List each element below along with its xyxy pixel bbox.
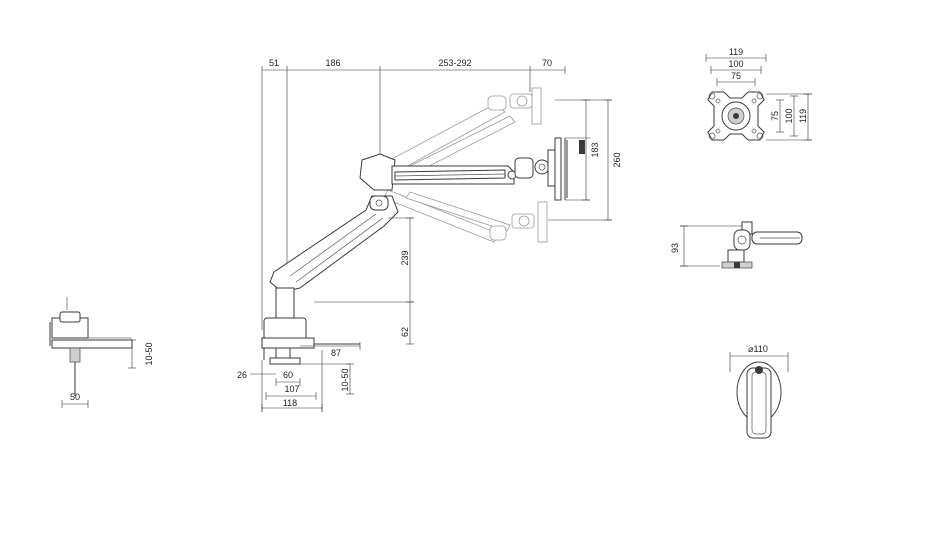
vesa-top-75-label: 75 bbox=[731, 71, 741, 81]
vesa-side-75-label: 75 bbox=[770, 111, 780, 121]
dim-253-292-label: 253-292 bbox=[438, 58, 471, 68]
vesa-top-119-label: 119 bbox=[729, 47, 743, 57]
top-diameter-label: ⌀110 bbox=[748, 344, 768, 354]
dim-183-label: 183 bbox=[590, 142, 600, 157]
top-view: ⌀110 bbox=[729, 344, 789, 439]
dim-70-label: 70 bbox=[542, 58, 552, 68]
vesa-top-100-label: 100 bbox=[728, 59, 743, 69]
vesa-side-100-label: 100 bbox=[784, 108, 794, 123]
tilt-head-view: 93 bbox=[670, 221, 803, 269]
vesa-plate-view: 119 100 75 75 100 119 bbox=[705, 47, 812, 141]
dim-260-label: 260 bbox=[612, 152, 622, 167]
dim-118-label: 118 bbox=[283, 398, 297, 408]
dim-51-label: 51 bbox=[269, 58, 279, 68]
dim-107-label: 107 bbox=[284, 384, 299, 394]
vesa-side-119-label: 119 bbox=[798, 109, 808, 123]
clamp-thickness-label: 10-50 bbox=[144, 342, 154, 365]
dim-186-label: 186 bbox=[325, 58, 340, 68]
dim-26-label: 26 bbox=[237, 370, 247, 380]
clamp-detail: 10-50 50 bbox=[49, 297, 154, 408]
dim-87-label: 87 bbox=[331, 348, 341, 358]
dim-60-label: 60 bbox=[283, 370, 293, 380]
dim-clamp-range-label: 10-50 bbox=[340, 368, 350, 391]
tilt-93-label: 93 bbox=[670, 243, 680, 253]
clamp-width-label: 50 bbox=[70, 392, 80, 402]
side-view: 51 186 253-292 70 bbox=[237, 58, 622, 412]
dim-239-label: 239 bbox=[400, 250, 410, 265]
dim-62-label: 62 bbox=[400, 327, 410, 337]
